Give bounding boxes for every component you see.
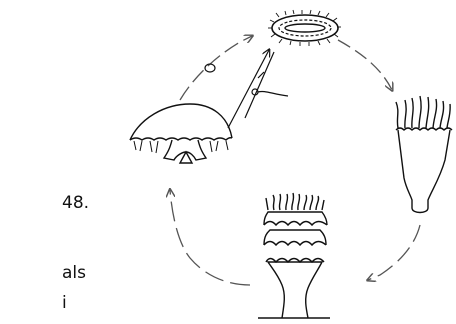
planula-larva-drawing	[268, 10, 341, 46]
cycle-arrow-top-right	[338, 40, 392, 90]
strobila-drawing	[258, 193, 330, 318]
cycle-arrow-bottom-left	[170, 190, 250, 285]
egg-symbol	[205, 64, 215, 72]
fertilisation-arrow-1	[228, 50, 269, 128]
text-fragment-1: als	[62, 265, 86, 282]
cycle-arrow-right	[368, 225, 420, 280]
medusa-drawing	[130, 104, 232, 163]
text-fragment-2: i	[62, 295, 67, 312]
gamete-symbols	[205, 64, 288, 96]
sperm-tail	[258, 91, 288, 96]
cycle-arrow-top-left	[180, 36, 252, 100]
fertilisation-arrow-2	[245, 52, 274, 118]
polyp-drawing	[396, 96, 452, 213]
question-number: 48.	[62, 195, 89, 212]
